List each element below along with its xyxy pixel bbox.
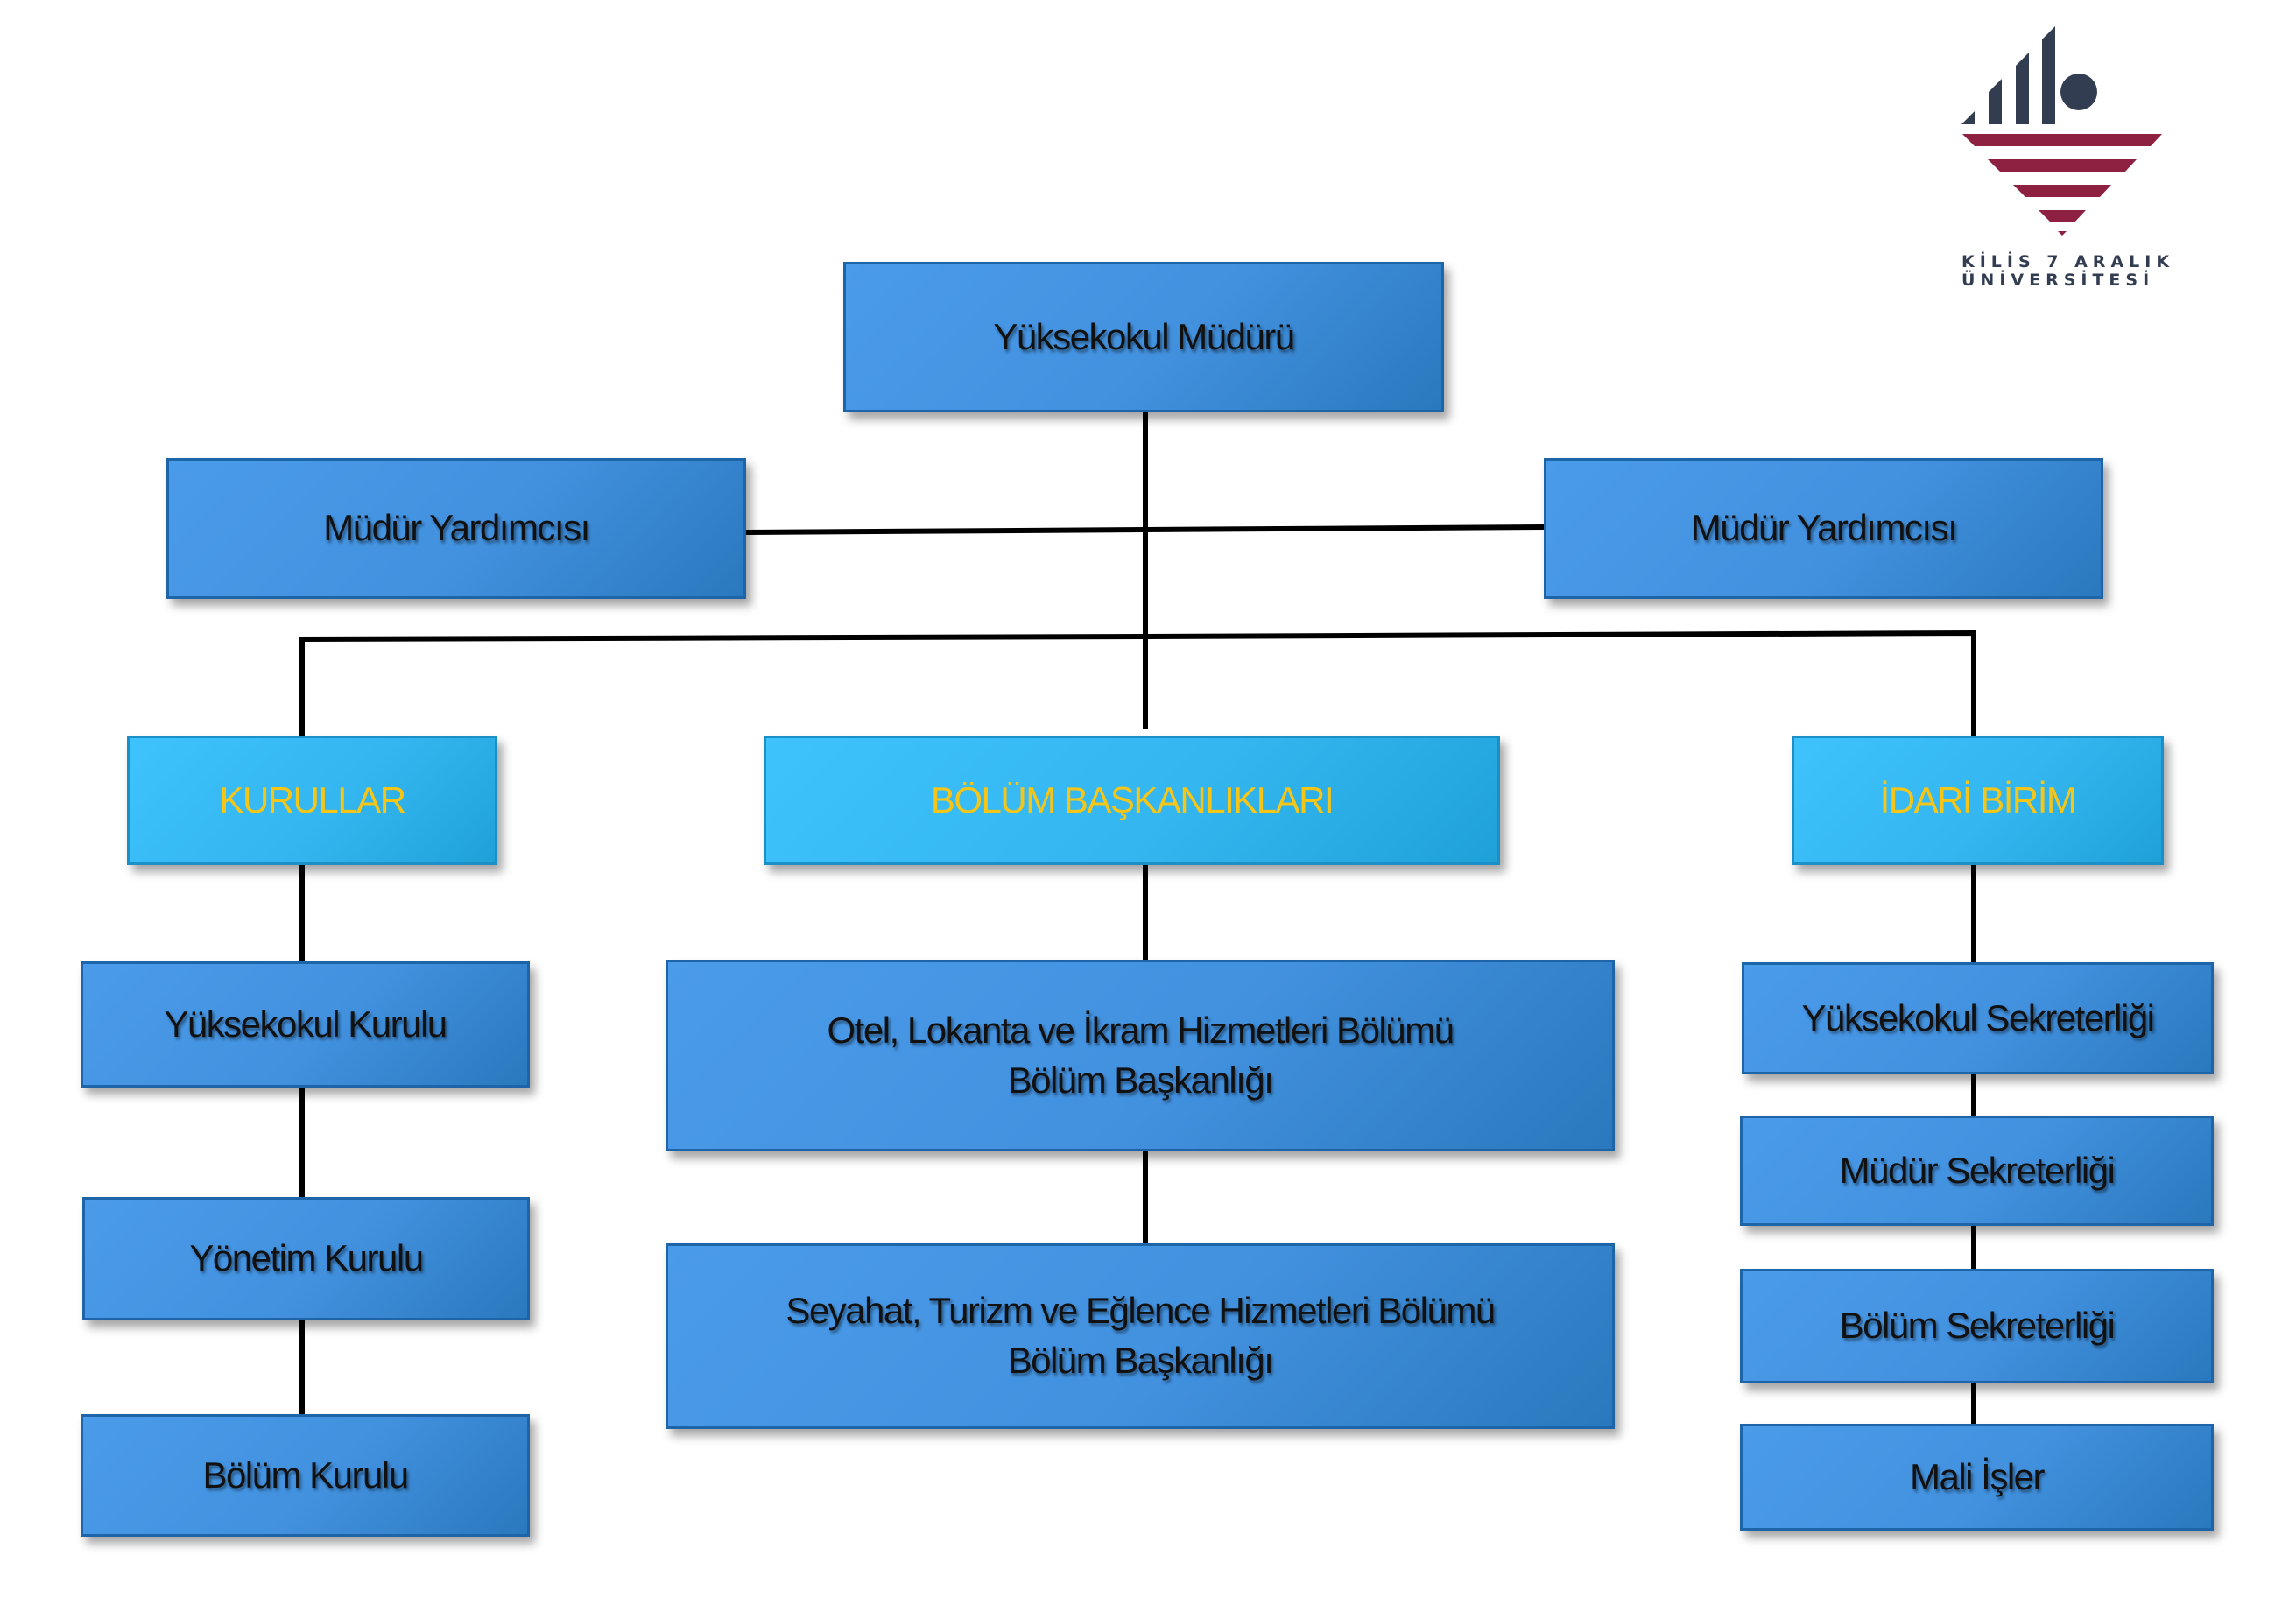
assistant-director-left-box[interactable]: Müdür Yardımcısı	[166, 458, 746, 599]
category-label: BÖLÜM BAŞKANLIKLARI	[930, 778, 1335, 820]
admin-unit-label: Yüksekokul Sekreterliği	[1801, 996, 2155, 1038]
assistant-label: Müdür Yardımcısı	[1690, 507, 1958, 549]
admin-unit-box[interactable]: Müdür Sekreterliği	[1740, 1116, 2214, 1226]
director-box[interactable]: Yüksekokul Müdürü	[843, 262, 1444, 412]
board-box[interactable]: Bölüm Kurulu	[81, 1414, 530, 1537]
category-admin-box[interactable]: İDARİ BİRİM	[1792, 736, 2164, 865]
board-label: Yönetim Kurulu	[189, 1237, 424, 1279]
assistant-label: Müdür Yardımcısı	[323, 507, 590, 549]
board-label: Yüksekokul Kurulu	[164, 1003, 447, 1045]
board-box[interactable]: Yüksekokul Kurulu	[81, 961, 530, 1088]
admin-unit-box[interactable]: Yüksekokul Sekreterliği	[1742, 962, 2214, 1074]
department-box[interactable]: Otel, Lokanta ve İkram Hizmetleri Bölümü…	[666, 960, 1615, 1151]
admin-unit-label: Mali İşler	[1909, 1455, 2046, 1497]
category-boards-box[interactable]: KURULLAR	[127, 736, 497, 865]
department-name: Seyahat, Turizm ve Eğlence Hizmetleri Bö…	[785, 1290, 1496, 1332]
admin-unit-label: Müdür Sekreterliği	[1839, 1149, 2116, 1191]
category-label: İDARİ BİRİM	[1879, 778, 2077, 820]
department-subtitle: Bölüm Başkanlığı	[1007, 1059, 1274, 1101]
admin-unit-box[interactable]: Bölüm Sekreterliği	[1740, 1269, 2214, 1383]
board-label: Bölüm Kurulu	[202, 1454, 409, 1496]
board-box[interactable]: Yönetim Kurulu	[82, 1197, 530, 1320]
category-label: KURULLAR	[219, 778, 406, 820]
admin-unit-label: Bölüm Sekreterliği	[1839, 1305, 2116, 1347]
university-logo: KİLİS 7 ARALIK ÜNİVERSİTESİ	[1961, 26, 2174, 290]
assistant-director-right-box[interactable]: Müdür Yardımcısı	[1544, 458, 2103, 599]
admin-unit-box[interactable]: Mali İşler	[1740, 1424, 2214, 1531]
director-label: Yüksekokul Müdürü	[993, 315, 1295, 357]
department-subtitle: Bölüm Başkanlığı	[1007, 1340, 1274, 1381]
department-box[interactable]: Seyahat, Turizm ve Eğlence Hizmetleri Bö…	[666, 1243, 1615, 1429]
category-departments-box[interactable]: BÖLÜM BAŞKANLIKLARI	[764, 736, 1500, 865]
department-name: Otel, Lokanta ve İkram Hizmetleri Bölümü	[827, 1009, 1454, 1051]
logo-text-line1: KİLİS 7 ARALIK	[1961, 250, 2174, 271]
logo-text-line2: ÜNİVERSİTESİ	[1961, 269, 2154, 290]
